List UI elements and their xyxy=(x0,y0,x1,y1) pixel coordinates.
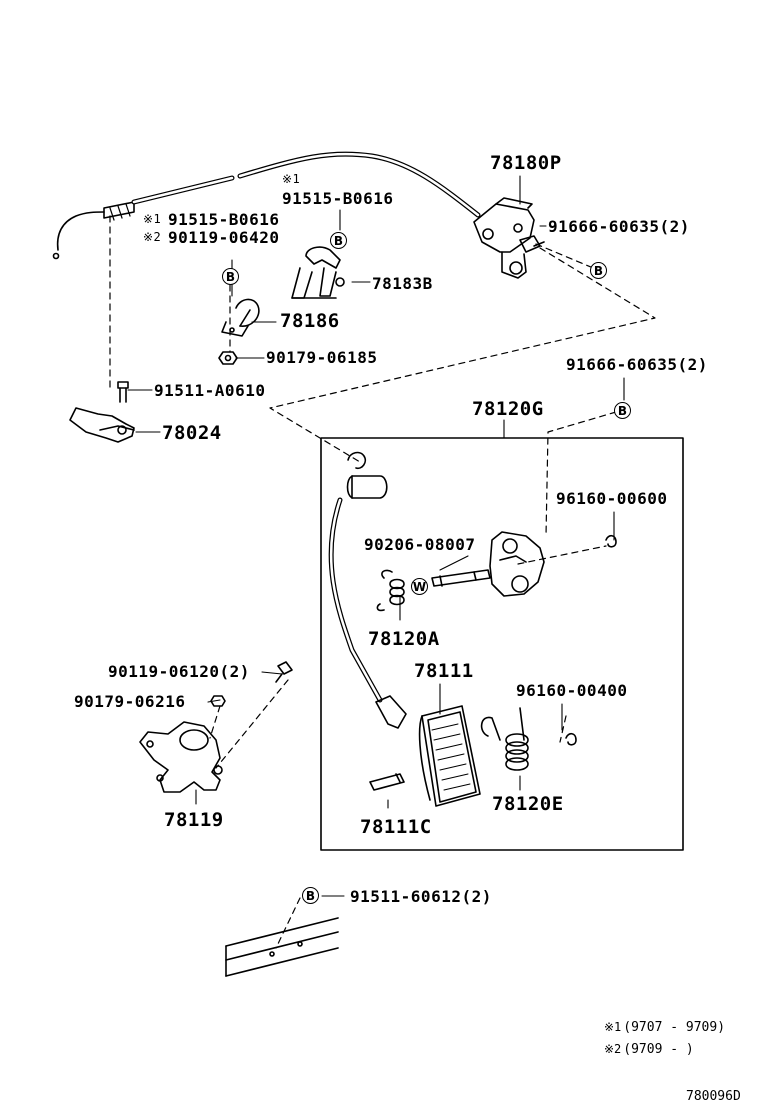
badge-b-78186: B xyxy=(222,268,239,285)
label-90179-06216: 90179-06216 xyxy=(74,692,186,711)
pivot-bracket xyxy=(489,531,545,597)
bolt-90119-06120 xyxy=(275,661,293,683)
pedal-arm-78120G xyxy=(328,451,407,729)
clip-96160-00600 xyxy=(605,534,617,548)
leader-lines xyxy=(127,175,625,897)
bolt-91511-A0610 xyxy=(117,381,129,403)
nut-90179-06216 xyxy=(210,695,226,707)
label-78111: 78111 xyxy=(414,660,474,682)
mark-x1-top: ※1 xyxy=(282,172,301,186)
label-78119: 78119 xyxy=(164,809,224,831)
bracket-78119 xyxy=(139,721,223,793)
label-78024: 78024 xyxy=(162,422,222,444)
label-90119-06120: 90119-06120(2) xyxy=(108,662,250,681)
label-91511-60612: 91511-60612(2) xyxy=(350,887,492,906)
clip-78183B xyxy=(291,246,345,299)
badge-b-mid: B xyxy=(614,402,631,419)
clamp-78186 xyxy=(221,298,260,337)
label-90179-06185: 90179-06185 xyxy=(266,348,378,367)
bracket-78024 xyxy=(69,407,135,443)
label-91511-A0610: 91511-A0610 xyxy=(154,381,266,400)
label-78120E: 78120E xyxy=(492,793,564,815)
label-96160-00600: 96160-00600 xyxy=(556,489,668,508)
badge-w: W xyxy=(411,578,428,595)
label-78180P: 78180P xyxy=(490,152,562,174)
note-x1-range: (9707 - 9709) xyxy=(623,1020,726,1035)
assembly-box-78120G xyxy=(320,437,684,851)
note-x2-range: (9709 - ) xyxy=(623,1042,694,1057)
label-91515-B0616-left: 91515-B0616 xyxy=(168,210,280,229)
label-78186: 78186 xyxy=(280,310,340,332)
note-x1-mark: ※1 xyxy=(604,1020,622,1034)
note-x1: ※1(9707 - 9709) xyxy=(604,1021,725,1034)
label-78120A: 78120A xyxy=(368,628,440,650)
badge-b-top-right: B xyxy=(590,262,607,279)
pedal-pad-78111 xyxy=(418,705,481,807)
label-90206-08007: 90206-08007 xyxy=(364,535,476,554)
label-90119-06420: 90119-06420 xyxy=(168,228,280,247)
clip-96160-00400 xyxy=(565,732,577,746)
badge-b-78183B: B xyxy=(330,232,347,249)
label-78183B: 78183B xyxy=(372,274,433,293)
spring-78120E xyxy=(480,707,529,771)
label-91515-B0616-top: 91515-B0616 xyxy=(282,189,394,208)
label-78111C: 78111C xyxy=(360,816,432,838)
mark-x2-left: ※2 xyxy=(143,230,162,244)
label-78120G: 78120G xyxy=(472,398,544,420)
pin-90206-08007 xyxy=(431,569,491,587)
pin-78111C xyxy=(369,773,405,791)
label-91666-60635-top: 91666-60635(2) xyxy=(548,217,690,236)
accelerator-cable xyxy=(52,151,481,260)
spring-78120A xyxy=(376,569,405,612)
mark-x1-left: ※1 xyxy=(143,212,162,226)
guide-lines xyxy=(109,215,656,949)
cable-bracket-78180P xyxy=(473,197,545,279)
badge-b-bottom: B xyxy=(302,887,319,904)
diagram-id: 780096D xyxy=(686,1089,741,1104)
floor-panel xyxy=(225,917,339,977)
label-96160-00400: 96160-00400 xyxy=(516,681,628,700)
note-x2: ※2(9709 - ) xyxy=(604,1043,694,1056)
label-91666-60635-mid: 91666-60635(2) xyxy=(566,355,708,374)
nut-90179-06185 xyxy=(218,351,238,365)
note-x2-mark: ※2 xyxy=(604,1042,622,1056)
